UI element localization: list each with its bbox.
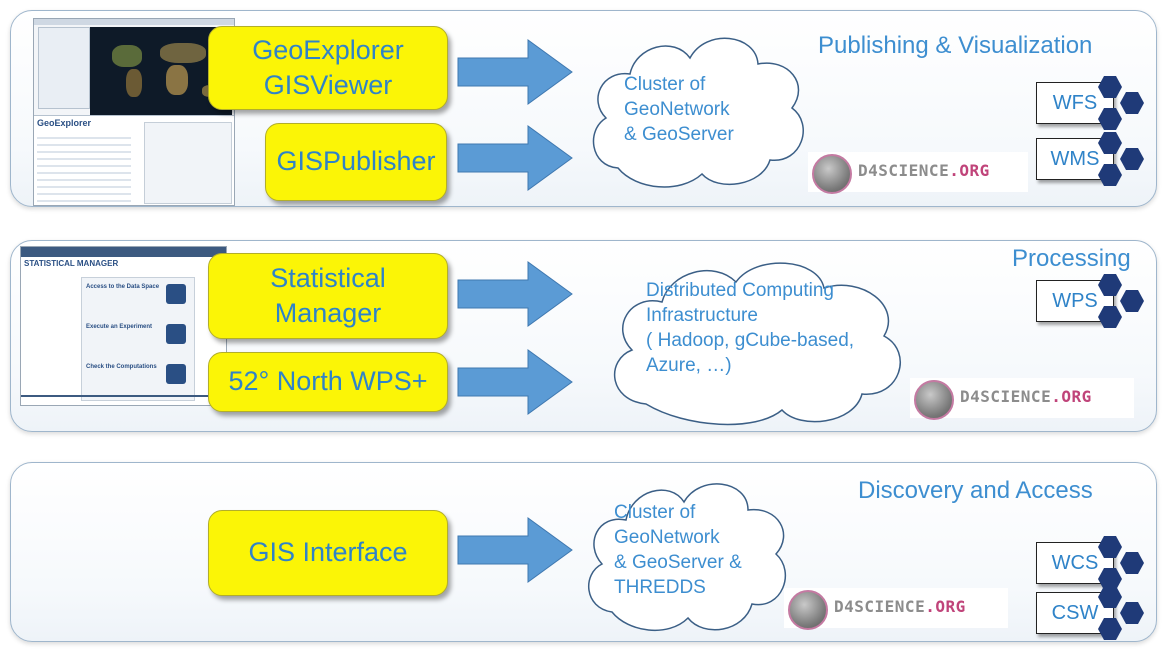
- logo-suffix: .ORG: [1051, 387, 1092, 406]
- computations-icon: [166, 364, 186, 384]
- cloud-processing-line-2: Infrastructure: [646, 305, 758, 327]
- experiment-icon: [166, 324, 186, 344]
- d4science-logo-orb: [812, 154, 852, 194]
- d4science-logo-orb: [788, 590, 828, 630]
- cloud-shape-discovery: [588, 483, 787, 632]
- cloud-discovery-line-4: THREDDS: [614, 577, 706, 599]
- logo-suffix: .ORG: [949, 161, 990, 180]
- csw-standard: CSW: [1036, 586, 1158, 640]
- manager-label: Manager: [274, 298, 382, 328]
- cloud-processing-line-1: Distributed Computing: [646, 280, 834, 301]
- 52-north-wps-label: 52° North WPS+: [228, 366, 428, 397]
- cloud-processing-text: Distributed Computing Infrastructure ( H…: [646, 278, 854, 378]
- cloud-shape-processing: [613, 262, 901, 426]
- publishing-visualization-title: Publishing & Visualization: [818, 32, 1093, 59]
- screenshot-item-experiment: Execute an Experiment: [86, 324, 153, 330]
- geoexplorer-screenshot: GeoExplorer: [33, 18, 235, 206]
- gis-interface-label: GIS Interface: [248, 537, 408, 568]
- cloud-discovery-line-2: GeoNetwork: [614, 527, 720, 549]
- wfs-standard: WFS: [1036, 76, 1158, 130]
- geoexplorer-screenshot-heading: GeoExplorer: [37, 118, 92, 128]
- wcs-standard: WCS: [1036, 536, 1158, 590]
- logo-prefix: D4SCIENCE: [858, 161, 950, 180]
- arrow-52-north-to-dci: [457, 349, 573, 415]
- logo-prefix: D4SCIENCE: [960, 387, 1052, 406]
- geoexplorer-label: GeoExplorer: [252, 34, 404, 65]
- hexagon-cluster-icon: [1098, 536, 1144, 590]
- hexagon-cluster-icon: [1098, 132, 1144, 186]
- d4science-logo: D4SCIENCE.ORG: [910, 378, 1134, 420]
- arrow-statistical-manager-to-dci: [457, 261, 573, 327]
- wms-standard: WMS: [1036, 132, 1158, 186]
- cloud-publishing-line-1: Cluster of: [624, 74, 706, 95]
- hexagon-cluster-icon: [1098, 76, 1144, 130]
- gispublisher-box: GISPublisher: [265, 123, 447, 201]
- statistical-manager-screenshot: STATISTICAL MANAGER Access to the Data S…: [20, 246, 227, 406]
- arrow-gispublisher-to-cluster: [457, 125, 573, 191]
- data-space-icon: [166, 284, 186, 304]
- processing-title: Processing: [1012, 245, 1131, 272]
- logo-suffix: .ORG: [925, 597, 966, 616]
- cloud-publishing-line-2: GeoNetwork: [624, 99, 730, 121]
- hexagon-cluster-icon: [1098, 586, 1144, 640]
- statistical-manager-heading: STATISTICAL MANAGER: [24, 259, 119, 268]
- cloud-processing-line-3: ( Hadoop, gCube-based,: [646, 330, 855, 352]
- 52-north-wps-box: 52° North WPS+: [208, 352, 448, 412]
- logo-prefix: D4SCIENCE: [834, 597, 926, 616]
- d4science-logo-orb: [914, 380, 954, 420]
- cloud-shape-publishing: [592, 37, 804, 188]
- gis-interface-box: GIS Interface: [208, 510, 448, 596]
- cloud-discovery-text: Cluster of GeoNetwork & GeoServer & THRE…: [614, 500, 742, 600]
- cloud-discovery-line-3: & GeoServer &: [614, 552, 742, 574]
- cloud-publishing-text: Cluster of GeoNetwork & GeoServer: [624, 72, 734, 147]
- arrow-geoexplorer-to-cluster: [457, 39, 573, 105]
- discovery-access-title: Discovery and Access: [858, 477, 1093, 504]
- gisviewer-label: GISViewer: [263, 70, 393, 100]
- hexagon-cluster-icon: [1098, 274, 1144, 328]
- statistical-manager-box: Statistical Manager: [208, 253, 448, 339]
- cloud-publishing-line-3: & GeoServer: [624, 124, 734, 146]
- wps-standard: WPS: [1036, 274, 1158, 328]
- gispublisher-label: GISPublisher: [276, 146, 436, 177]
- statistical-label: Statistical: [270, 262, 386, 293]
- arrow-gis-interface-to-cluster: [457, 517, 573, 583]
- cloud-processing-line-4: Azure, …): [646, 355, 732, 377]
- d4science-logo: D4SCIENCE.ORG: [808, 152, 1028, 194]
- d4science-logo: D4SCIENCE.ORG: [784, 588, 1008, 630]
- screenshot-item-data-space: Access to the Data Space: [86, 284, 160, 290]
- screenshot-item-computations: Check the Computations: [86, 364, 157, 370]
- cloud-discovery-line-1: Cluster of: [614, 502, 696, 523]
- geoexplorer-gisviewer-box: GeoExplorer GISViewer: [208, 26, 448, 110]
